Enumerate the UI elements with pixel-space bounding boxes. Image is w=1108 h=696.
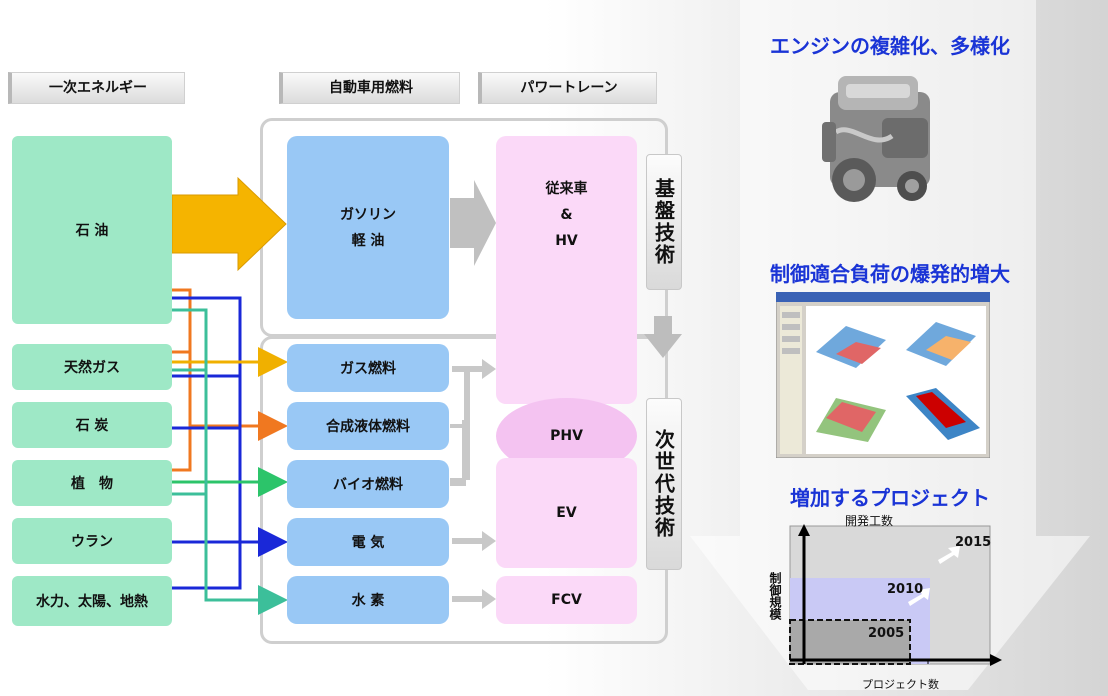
fuel-gasoline-diesel: ガソリン 軽 油 bbox=[287, 136, 449, 319]
connector-lines bbox=[171, 176, 288, 615]
chart-year-2010: 2010 bbox=[887, 582, 924, 597]
header-auto-fuel: 自動車用燃料 bbox=[279, 72, 460, 104]
header-powertrain: パワートレーン bbox=[478, 72, 657, 104]
fuel-gas: ガス燃料 bbox=[287, 344, 449, 392]
project-growth-chart bbox=[789, 524, 1002, 666]
fuel-hydrogen: 水 素 bbox=[287, 576, 449, 624]
energy-uranium: ウラン bbox=[12, 518, 172, 564]
fuel-electricity: 電 気 bbox=[287, 518, 449, 566]
label-base-technology: 基盤技術 bbox=[646, 154, 682, 290]
fuel-synthetic-liquid: 合成液体燃料 bbox=[287, 402, 449, 450]
header-primary-energy: 一次エネルギー bbox=[8, 72, 185, 104]
chart-x-label: プロジェクト数 bbox=[862, 678, 939, 691]
powertrain-conventional-hv: 従来車 & HV bbox=[496, 136, 637, 404]
energy-renewables: 水力、太陽、地熱 bbox=[12, 576, 172, 626]
energy-coal: 石 炭 bbox=[12, 402, 172, 448]
title-projects: 増加するプロジェクト bbox=[790, 486, 990, 510]
energy-natural-gas: 天然ガス bbox=[12, 344, 172, 390]
gray-arrows bbox=[450, 180, 496, 609]
powertrain-ev: EV bbox=[496, 458, 637, 568]
engine-image bbox=[822, 76, 930, 202]
energy-plant: 植 物 bbox=[12, 460, 172, 506]
chart-year-2015: 2015 bbox=[955, 535, 992, 550]
energy-oil: 石 油 bbox=[12, 136, 172, 324]
calibration-screenshot-image bbox=[776, 292, 990, 458]
chart-year-2005: 2005 bbox=[868, 626, 905, 641]
chart-y-top-label: 開発工数 bbox=[845, 514, 894, 528]
chart-y-side-label: 制御規模 bbox=[768, 572, 782, 620]
down-arrow-icon bbox=[644, 316, 682, 358]
fuel-bio: バイオ燃料 bbox=[287, 460, 449, 508]
powertrain-fcv: FCV bbox=[496, 576, 637, 624]
label-next-gen-technology: 次世代技術 bbox=[646, 398, 682, 570]
title-engine-complexity: エンジンの複雑化、多様化 bbox=[770, 34, 1010, 58]
title-control-load: 制御適合負荷の爆発的増大 bbox=[770, 262, 1010, 286]
